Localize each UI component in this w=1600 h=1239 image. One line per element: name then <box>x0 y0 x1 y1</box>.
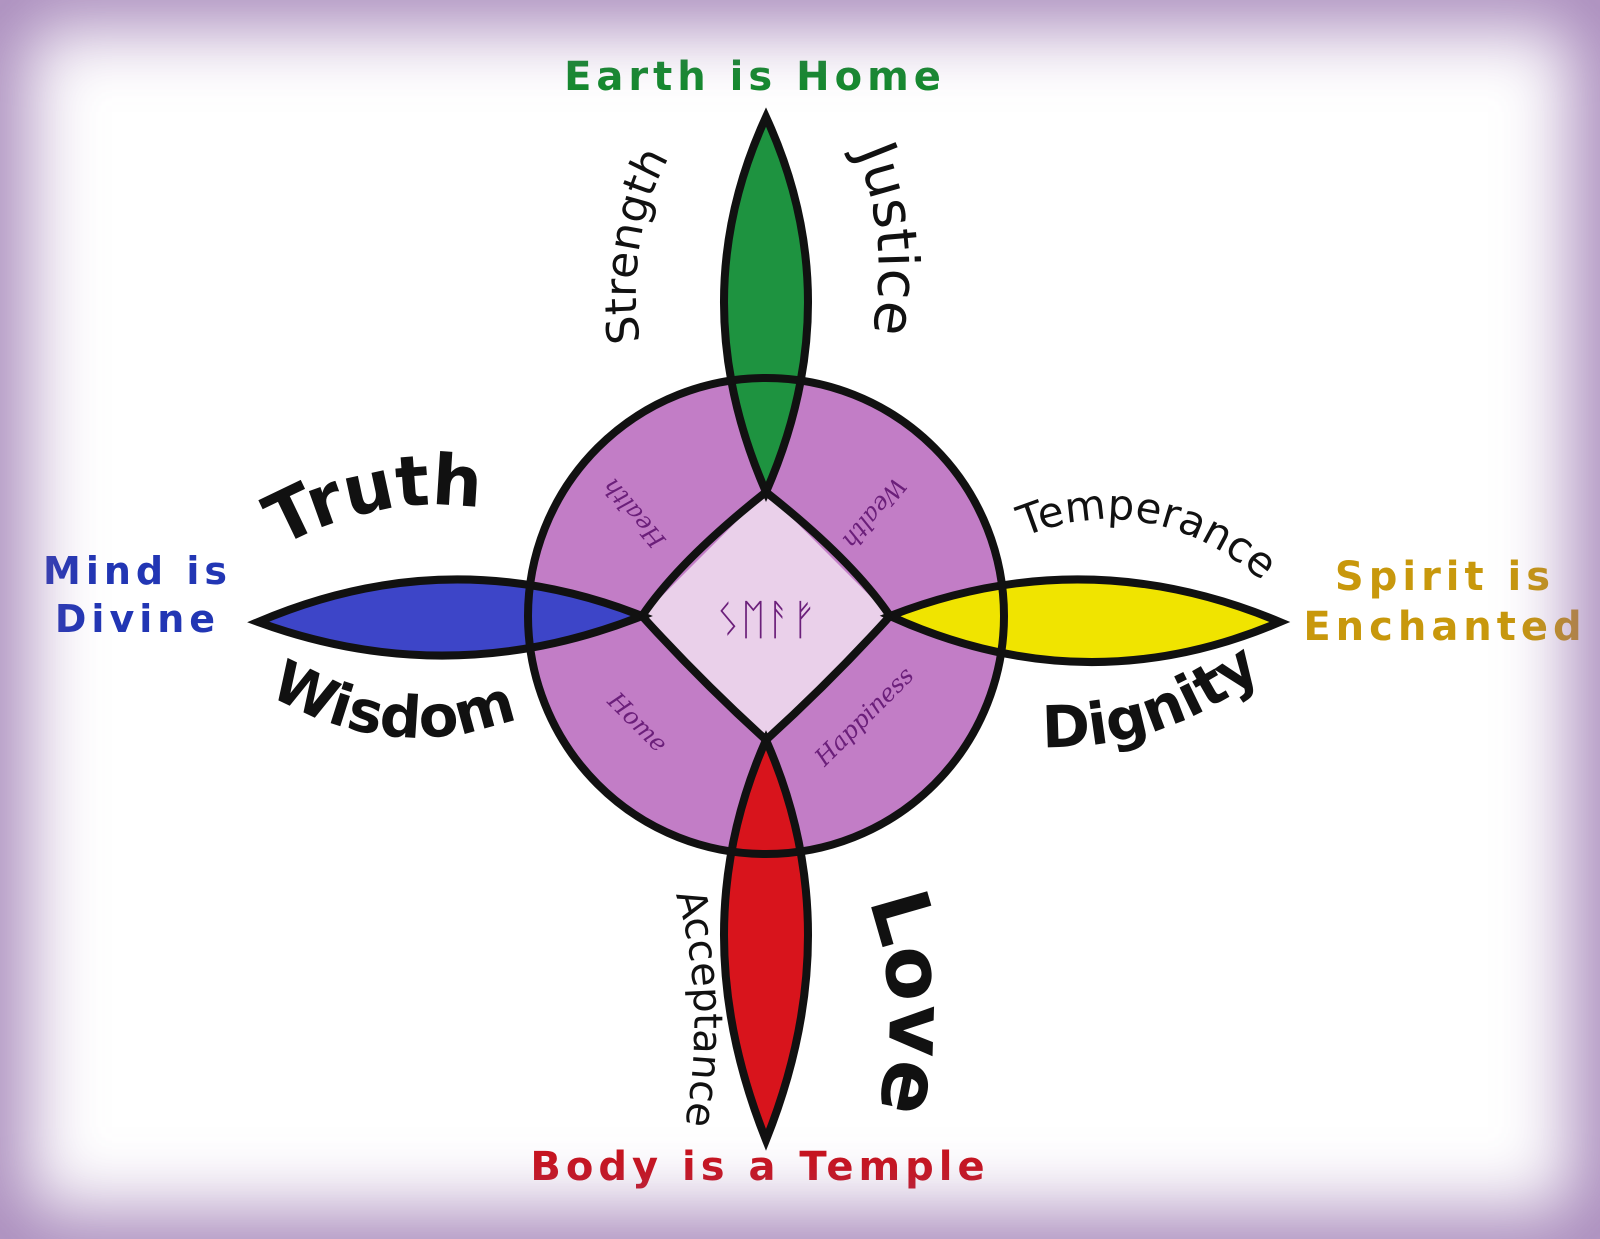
arc-ne <box>763 488 894 619</box>
caption-west-line-1: Mind is <box>43 549 232 593</box>
caption-south: Body is a Temple <box>500 1142 1020 1192</box>
caption-north: Earth is Home <box>540 52 970 102</box>
caption-east: Spirit is Enchanted <box>1300 552 1590 652</box>
east-petal <box>879 575 1291 667</box>
petal-east <box>879 575 1291 667</box>
arc-nw <box>638 488 769 619</box>
petal-south <box>720 730 812 1151</box>
virtue-temperance: Temperance <box>1010 479 1287 588</box>
virtue-truth: Truth <box>252 439 485 562</box>
caption-south-text: Body is a Temple <box>530 1144 990 1190</box>
caption-north-text: Earth is Home <box>564 54 946 100</box>
caption-east-line-1: Spirit is <box>1334 554 1556 600</box>
caption-west-line-2: Divine <box>54 596 221 641</box>
outer-ring <box>524 374 1008 858</box>
diagram-outlines <box>524 374 1008 858</box>
virtue-strength: Strength <box>596 139 679 347</box>
arc-se <box>763 613 893 743</box>
caption-east-line-2: Enchanted <box>1303 604 1587 650</box>
center-rune-symbol: ᛊᛖᚨᚠ <box>716 595 817 644</box>
virtue-wisdom: Wisdom <box>262 647 522 753</box>
virtue-love: Love <box>851 880 964 1124</box>
caption-west: Mind is Divine <box>30 548 245 643</box>
arc-sw <box>639 613 769 743</box>
virtue-justice: Justice <box>842 130 930 340</box>
south-petal <box>720 730 812 1151</box>
